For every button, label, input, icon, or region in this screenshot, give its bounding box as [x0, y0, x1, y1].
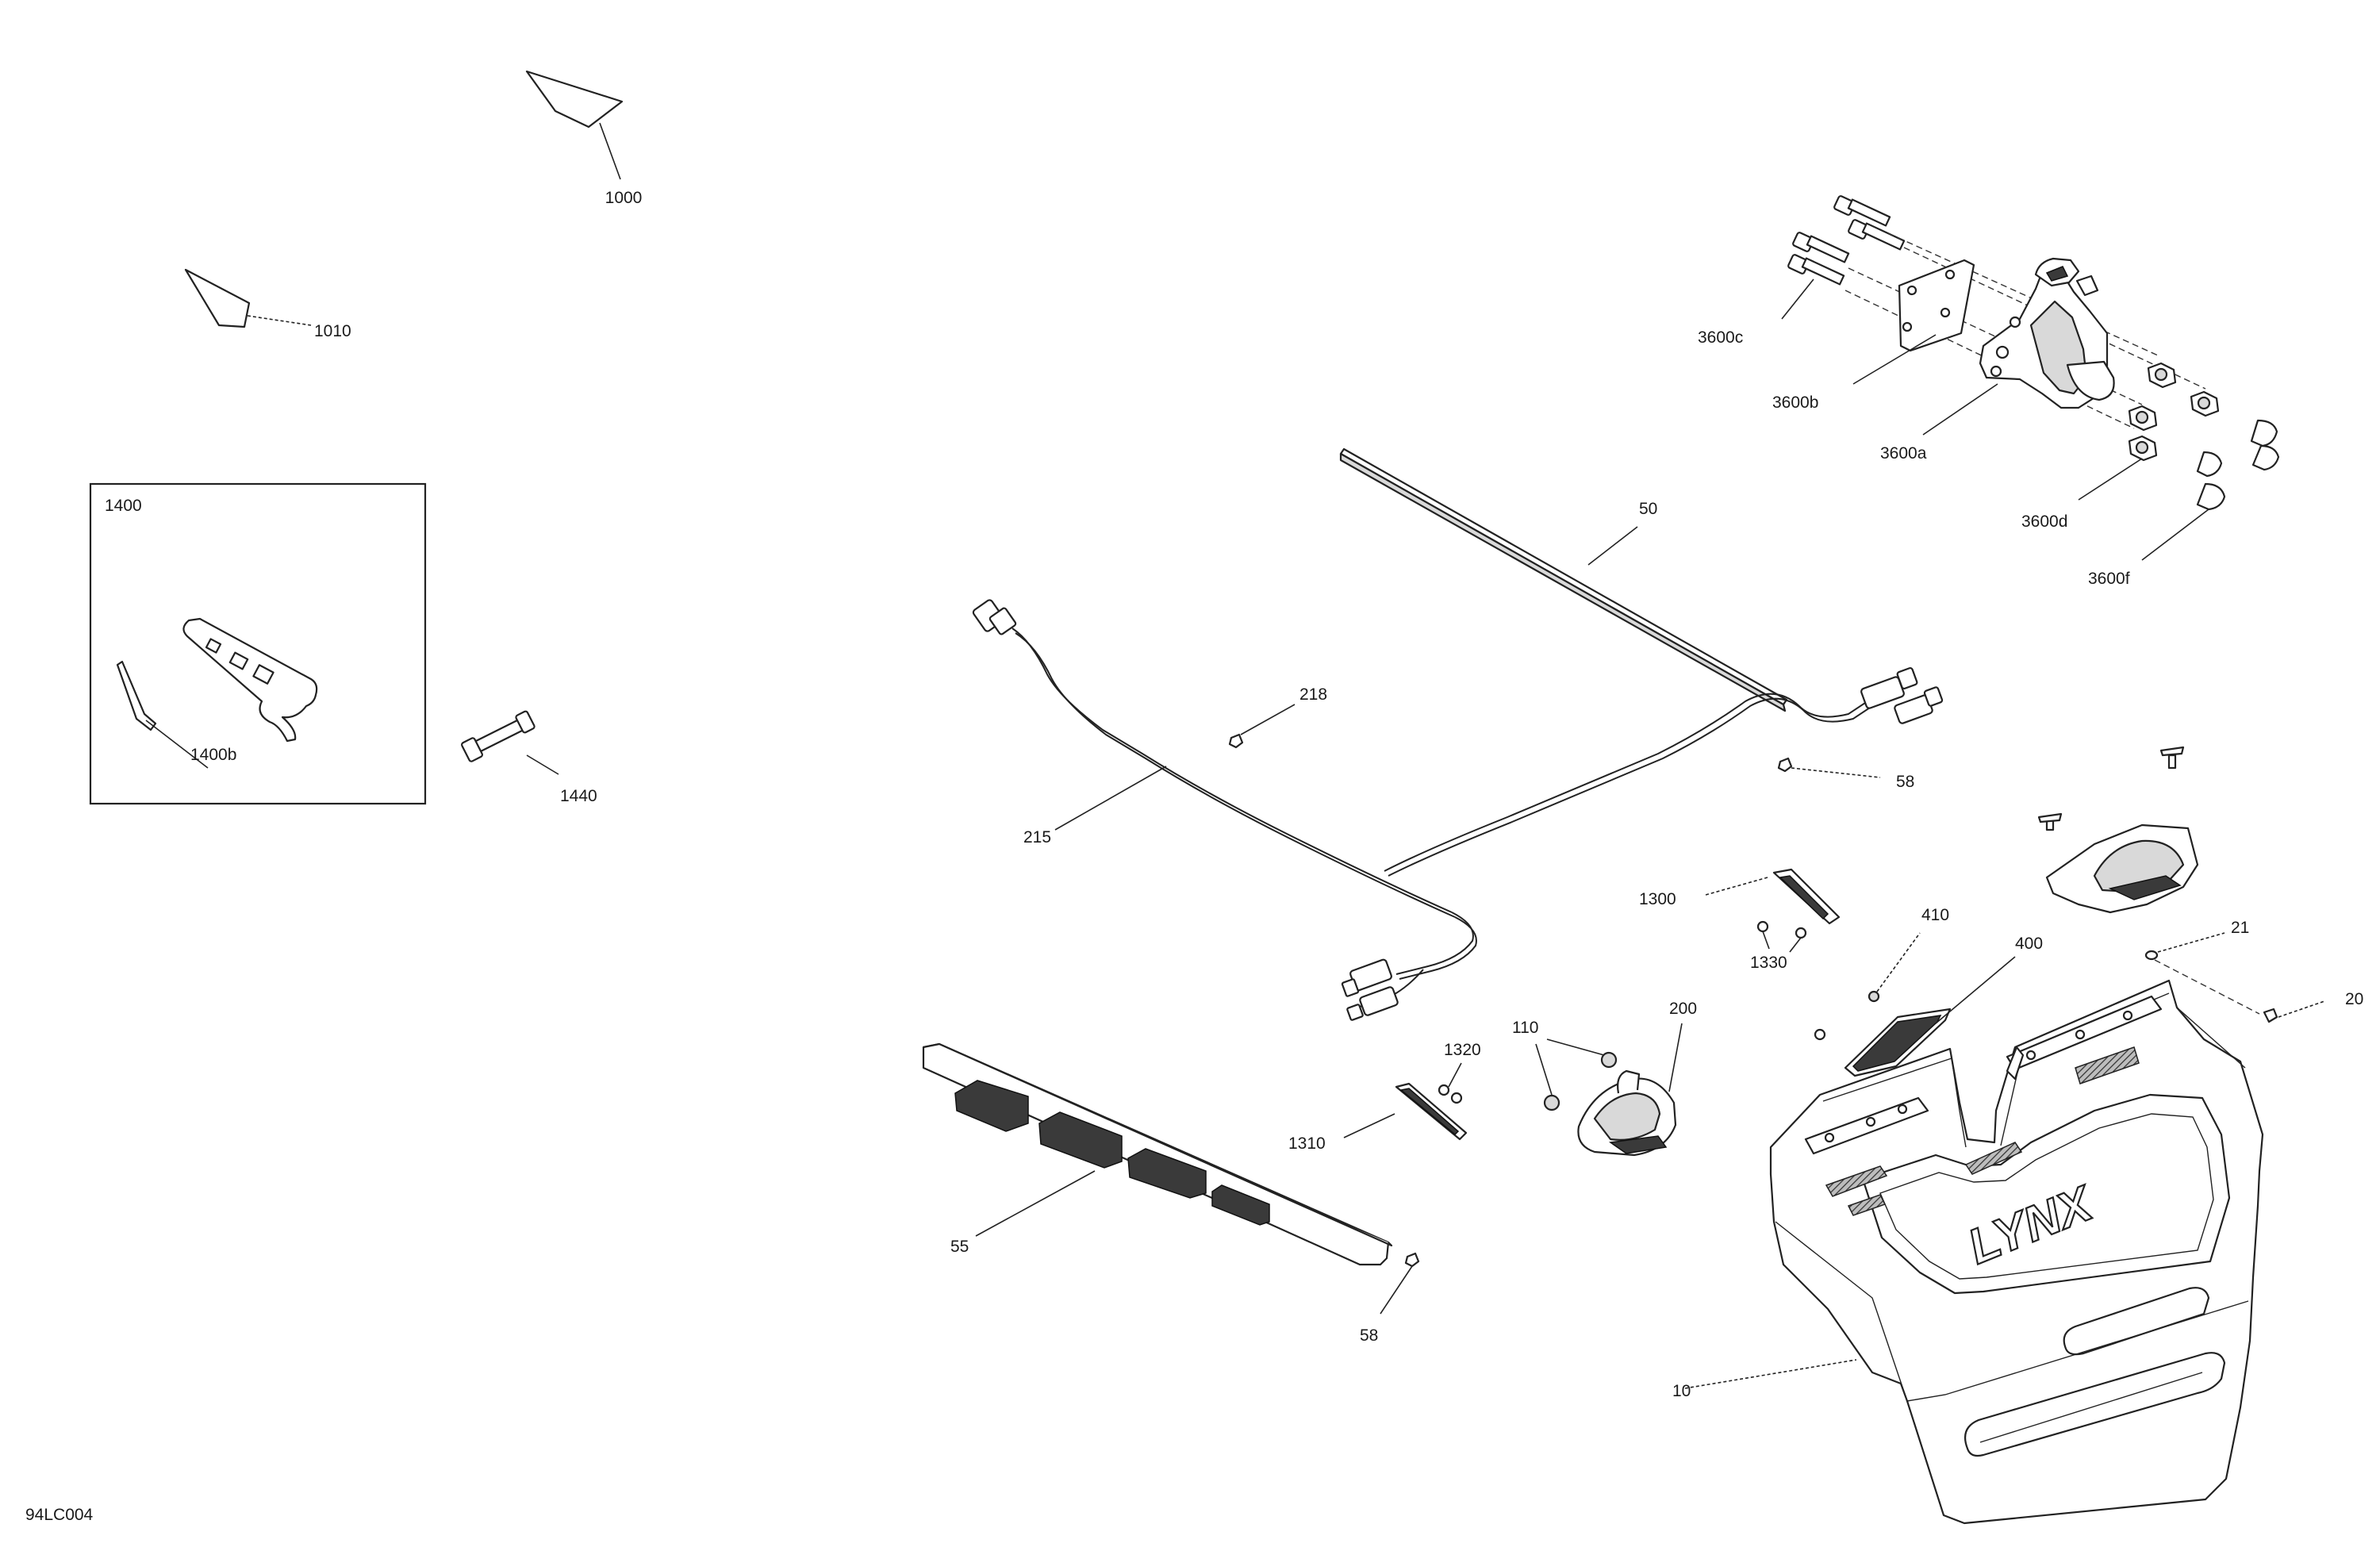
panel-55: 55	[922, 1042, 1393, 1266]
callout-200: 200	[1669, 1000, 1697, 1018]
rear-cover-10: LYNX 10	[1672, 979, 2264, 1525]
callout-3600b: 3600b	[1772, 393, 1818, 412]
callout-1310: 1310	[1288, 1134, 1326, 1153]
callout-58-lower: 58	[1360, 1326, 1378, 1345]
callout-3600f: 3600f	[2088, 570, 2130, 588]
clip-218: 218	[1228, 685, 1327, 749]
hitch-3600a: 3600a	[1880, 257, 2115, 463]
callout-110: 110	[1512, 1019, 1538, 1037]
callout-1400b: 1400b	[190, 746, 236, 764]
caps-3600f: 3600f	[2088, 419, 2280, 588]
reflector-1310: 1310 1320	[1288, 1041, 1481, 1153]
clip-58-upper: 58	[1777, 757, 1914, 791]
strip-50: 50	[1339, 447, 1788, 712]
callout-1000: 1000	[605, 189, 643, 207]
decal-1010: 1010	[184, 268, 351, 340]
decal-1000: 1000	[525, 70, 643, 207]
callout-215: 215	[1023, 828, 1051, 846]
reflector-1300: 1300 1330	[1639, 868, 1841, 972]
tool-kit-1400: 1400 1400b	[89, 482, 427, 805]
callout-50: 50	[1639, 500, 1657, 518]
callout-20: 20	[2345, 990, 2363, 1008]
reflector-400: 410 400	[1814, 906, 2043, 1077]
tool-1440: 1440	[461, 710, 597, 805]
spanner-wrench-icon	[182, 617, 318, 743]
screw-20-washer-21: 21 20	[2144, 919, 2363, 1023]
hex-key-icon	[116, 660, 157, 731]
plate-3600b: 3600b	[1772, 259, 1975, 412]
clip-58-lower: 58	[1360, 1252, 1420, 1345]
callout-21: 21	[2231, 919, 2249, 937]
harness-215: 215	[972, 599, 1944, 1021]
callout-3600d: 3600d	[2021, 512, 2067, 531]
callout-3600c: 3600c	[1698, 328, 1743, 347]
callout-1330: 1330	[1750, 954, 1787, 972]
hitch-bracket	[2037, 746, 2199, 914]
kit-box	[89, 482, 427, 805]
kit-box-label: 1400	[105, 497, 142, 515]
callout-218: 218	[1299, 685, 1327, 704]
callout-1320: 1320	[1444, 1041, 1481, 1059]
tail-light-200: 200 110	[1512, 1000, 1697, 1157]
callout-10: 10	[1672, 1382, 1691, 1400]
diagram-code: 94LC004	[25, 1506, 94, 1524]
callout-1010: 1010	[314, 322, 351, 340]
callout-410: 410	[1921, 906, 1949, 924]
callout-55: 55	[950, 1238, 969, 1256]
callout-58-upper: 58	[1896, 773, 1914, 791]
callout-1300: 1300	[1639, 890, 1676, 908]
hitch-assembly-3600: 3600c 3600b 3600a	[1698, 195, 2280, 588]
callout-1440: 1440	[560, 787, 597, 805]
callout-400: 400	[2015, 935, 2043, 953]
callout-3600a: 3600a	[1880, 444, 1927, 463]
nuts-3600d: 3600d	[2021, 362, 2220, 531]
